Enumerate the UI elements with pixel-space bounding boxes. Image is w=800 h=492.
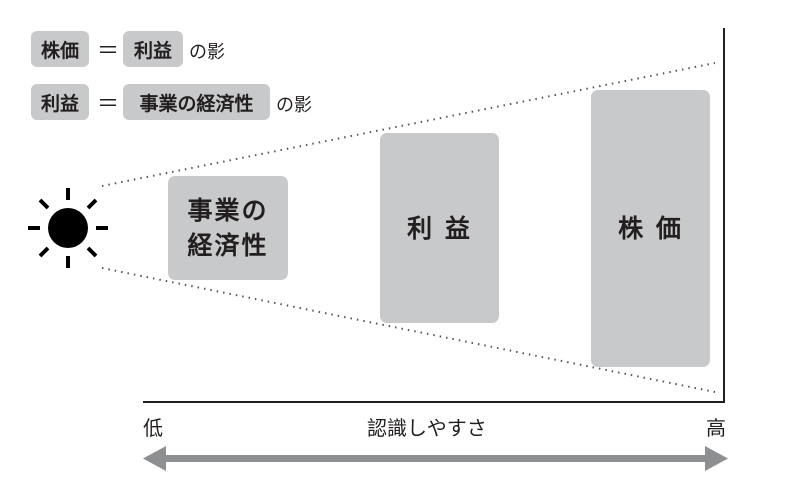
legend-stock-price-pill: 株価 xyxy=(31,31,89,67)
stock-price-box: 株 価 xyxy=(591,90,710,367)
lower-light-ray xyxy=(101,267,716,393)
double-arrow-icon xyxy=(143,446,728,471)
legend-profit-pill: 利益 xyxy=(31,84,89,120)
legend-equals: ＝ xyxy=(97,39,120,64)
legend-equals: ＝ xyxy=(97,92,120,117)
axis-high-label: 高 xyxy=(706,416,726,440)
legend-profit-pill: 利益 xyxy=(123,31,183,67)
profit-box: 利 益 xyxy=(380,133,499,323)
sun-icon xyxy=(28,188,108,268)
legend-economics-pill: 事業の経済性 xyxy=(123,84,270,120)
legend-suffix: の影 xyxy=(276,95,312,116)
legend-suffix: の影 xyxy=(189,42,225,63)
axis-title: 認識しやすさ xyxy=(367,416,487,440)
economics-box: 事業の経済性 xyxy=(168,176,288,280)
axis-low-label: 低 xyxy=(143,416,163,440)
upper-light-ray xyxy=(101,62,716,187)
